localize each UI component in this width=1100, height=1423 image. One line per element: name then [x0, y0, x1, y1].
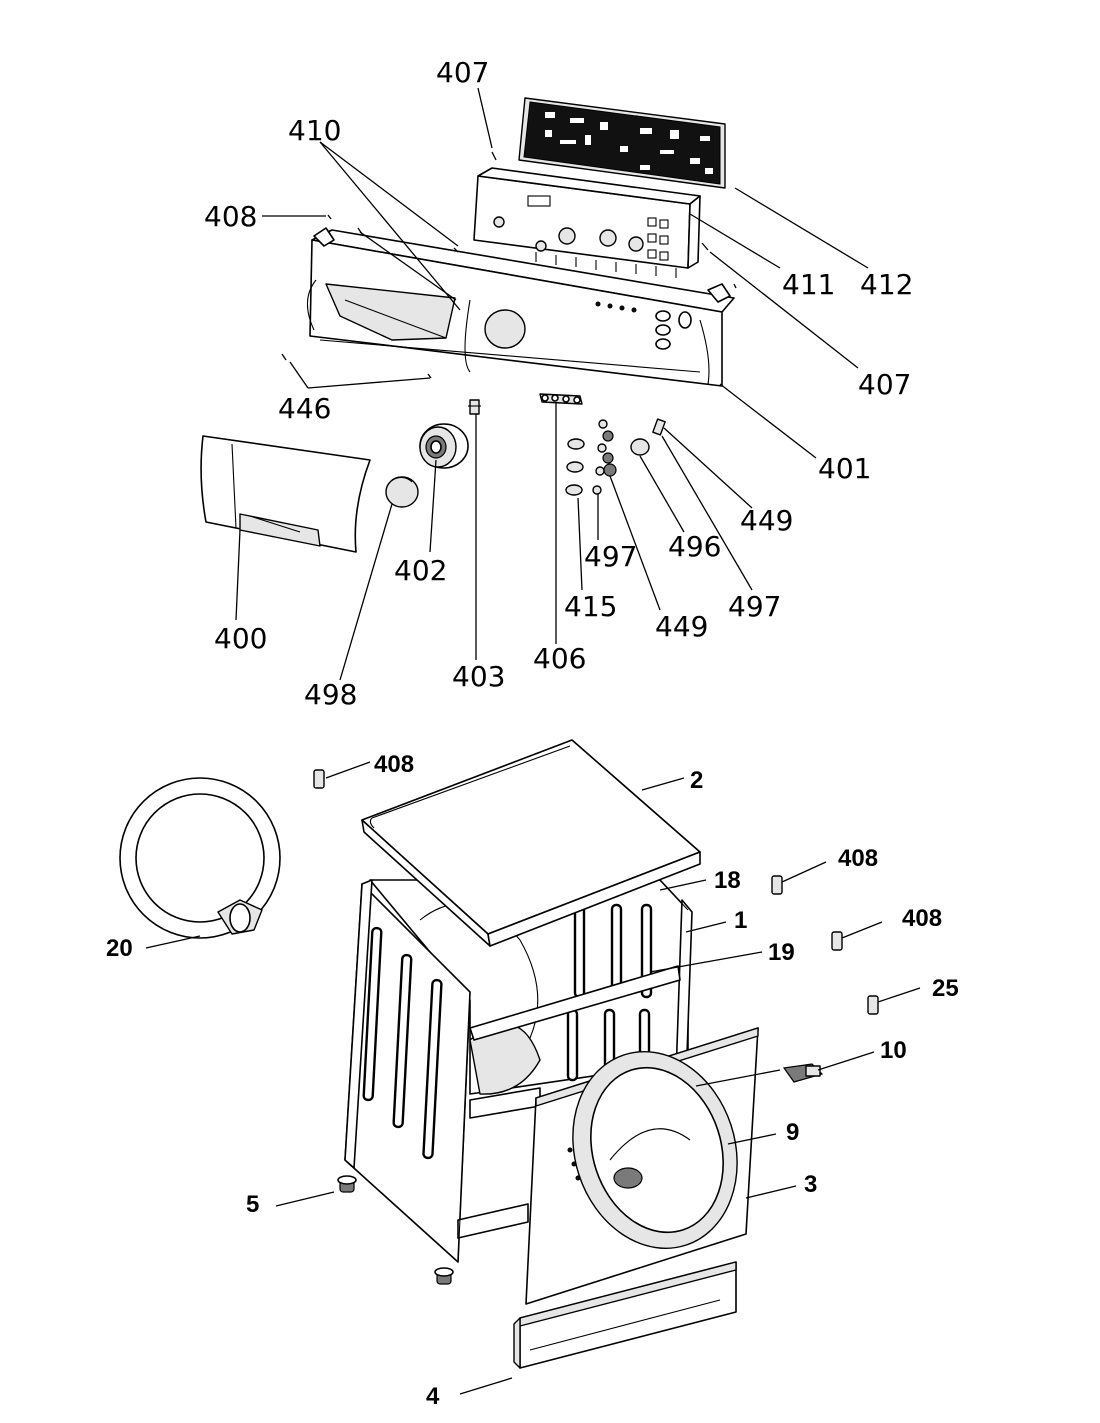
part-401-control-panel — [306, 227, 735, 387]
label-400: 400 — [214, 622, 267, 655]
part-403-spring — [468, 399, 481, 415]
screw-407a — [491, 151, 497, 161]
part-406-light-pipe — [539, 393, 583, 405]
label-403: 403 — [452, 660, 505, 693]
label-5: 5 — [246, 1191, 259, 1218]
label-20: 20 — [106, 935, 133, 962]
part-20-hose — [119, 777, 281, 939]
label-497-right: 497 — [728, 590, 781, 623]
label-449-right: 449 — [740, 504, 793, 537]
label-498: 498 — [304, 678, 357, 711]
screw-408-right-1 — [771, 875, 783, 895]
part-412-pcb — [518, 97, 726, 189]
label-2: 2 — [690, 767, 703, 794]
part-400-drawer-front — [200, 435, 371, 553]
label-408-lower-right-1: 408 — [838, 845, 878, 872]
label-4: 4 — [426, 1383, 440, 1410]
part-10-door-lock — [782, 1063, 824, 1083]
part-402-knob — [419, 423, 469, 469]
screw-407b — [701, 242, 709, 251]
label-446: 446 — [278, 392, 331, 425]
label-408-lower-left: 408 — [374, 751, 414, 778]
label-9: 9 — [786, 1119, 799, 1146]
screw-446b — [427, 373, 432, 379]
label-10: 10 — [880, 1037, 907, 1064]
screw-446a — [281, 353, 287, 361]
screw-734 — [733, 283, 737, 289]
label-496: 496 — [668, 530, 721, 563]
label-407-top: 407 — [436, 56, 489, 89]
label-402: 402 — [394, 554, 447, 587]
screw-410b — [453, 247, 459, 253]
label-407-right: 407 — [858, 368, 911, 401]
label-401: 401 — [818, 452, 871, 485]
label-415: 415 — [564, 590, 617, 623]
part-496-button — [630, 438, 650, 456]
label-412: 412 — [860, 268, 913, 301]
part-5-feet — [337, 1175, 454, 1285]
label-449-mid: 449 — [655, 610, 708, 643]
part-3-front-panel — [525, 1027, 759, 1305]
label-411: 411 — [782, 268, 835, 301]
screw-408-left — [313, 769, 325, 789]
label-406: 406 — [533, 642, 586, 675]
label-18: 18 — [714, 867, 741, 894]
label-3: 3 — [804, 1171, 817, 1198]
label-25: 25 — [932, 975, 959, 1002]
label-410: 410 — [288, 114, 341, 147]
label-408-lower-right-2: 408 — [902, 905, 942, 932]
leader-lines-upper — [235, 87, 869, 681]
part-4-kick-panel — [513, 1261, 737, 1369]
part-498-knob-cap — [385, 476, 419, 508]
leader-lines-lower — [145, 761, 921, 1395]
part-497-spring-b — [652, 418, 666, 436]
label-408-upper: 408 — [204, 200, 257, 233]
part-411-board-housing — [473, 167, 701, 278]
screw-408a — [327, 214, 332, 220]
label-497-mid: 497 — [584, 540, 637, 573]
part-449-button-caps — [602, 430, 617, 477]
part-415-buttons — [565, 438, 585, 496]
part-497-springs — [592, 419, 608, 495]
label-1: 1 — [734, 907, 747, 934]
screw-408-right-2 — [831, 931, 843, 951]
screw-25 — [867, 995, 879, 1015]
part-2-top-lid — [361, 739, 701, 947]
label-19: 19 — [768, 939, 795, 966]
